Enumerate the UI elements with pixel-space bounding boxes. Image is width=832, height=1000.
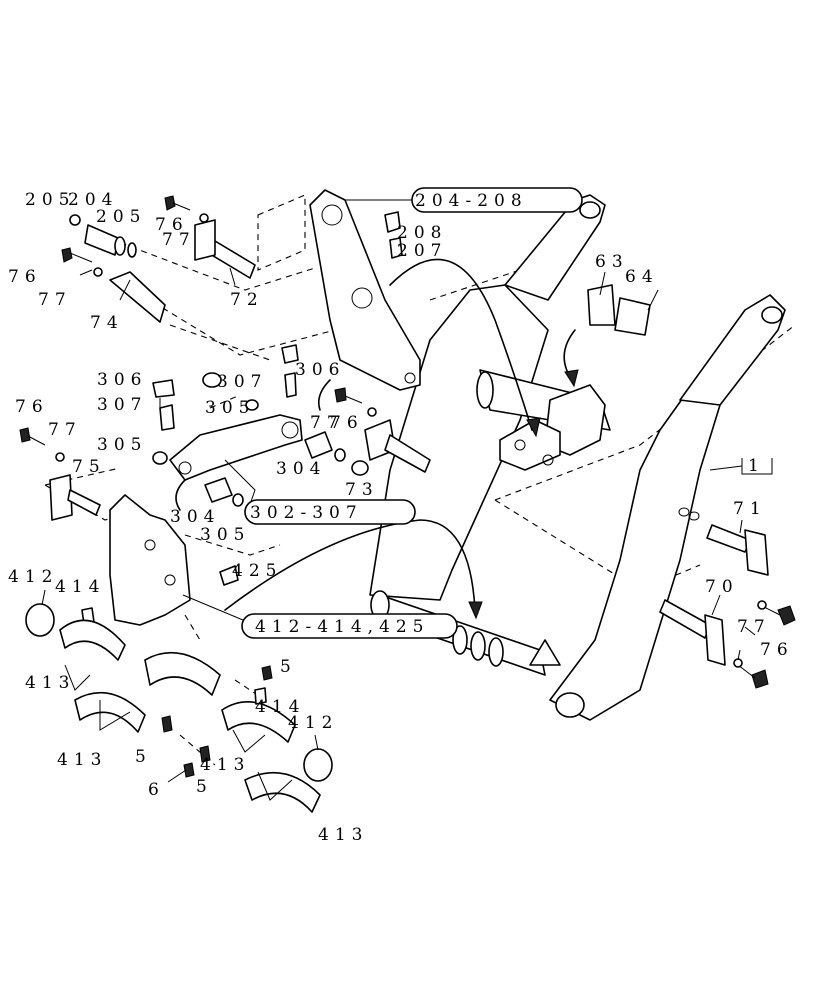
label-304-b: 304	[170, 507, 220, 527]
label-205-b: 205	[96, 207, 146, 227]
callout-412-425: 412-414,425	[241, 613, 458, 639]
label-5-a: 5	[280, 657, 297, 677]
label-72: 72	[230, 290, 264, 310]
callout-main-frame-label: 1	[748, 456, 765, 476]
label-413-b: 413	[57, 750, 107, 770]
label-307-a: 307	[97, 395, 147, 415]
label-63: 63	[595, 252, 629, 272]
label-5-c: 5	[196, 777, 213, 797]
callout-204-208-label: 204-208	[415, 191, 528, 211]
label-204: 204	[68, 190, 118, 210]
label-413-a: 413	[25, 673, 75, 693]
label-208: 208	[397, 223, 447, 243]
part-number-labels: 205 204 205 76 77 72 76 77 74 208 207 63…	[8, 190, 794, 845]
label-412-b: 412	[288, 713, 338, 733]
label-77-e: 77	[737, 617, 771, 637]
label-73: 73	[345, 480, 379, 500]
label-207: 207	[397, 241, 447, 261]
label-305-c: 305	[200, 525, 250, 545]
label-306-b: 306	[295, 360, 345, 380]
label-306-a: 306	[97, 370, 147, 390]
label-76-c: 76	[15, 397, 49, 417]
label-6: 6	[148, 780, 165, 800]
callout-302-307: 302-307	[244, 499, 416, 525]
label-205-a: 205	[25, 190, 75, 210]
label-76-d: 76	[330, 413, 364, 433]
label-77-d: 77	[310, 413, 344, 433]
label-70: 70	[705, 577, 739, 597]
label-305-b: 305	[97, 435, 147, 455]
label-77-a: 77	[162, 230, 196, 250]
label-414-a: 414	[55, 577, 105, 597]
label-76-a: 76	[155, 215, 189, 235]
label-71: 71	[733, 499, 767, 519]
label-74: 74	[90, 313, 124, 333]
label-76-b: 76	[8, 267, 42, 287]
callout-204-208: 204-208	[411, 187, 583, 213]
label-75: 75	[72, 457, 106, 477]
label-77-c: 77	[48, 420, 82, 440]
callout-302-307-label: 302-307	[250, 503, 363, 523]
label-413-c: 413	[200, 755, 250, 775]
pins-bushings-and-fasteners	[19, 195, 796, 813]
label-76-e: 76	[760, 640, 794, 660]
callout-main-frame: 1	[741, 456, 773, 476]
label-412-a: 412	[8, 567, 58, 587]
label-305-a: 305	[205, 398, 255, 418]
callout-412-425-label: 412-414,425	[255, 617, 430, 637]
lever-arm	[169, 414, 303, 481]
label-413-d: 413	[318, 825, 368, 845]
upper-lift-plate	[309, 189, 421, 391]
assembly-arrows	[175, 258, 579, 620]
label-307-b: 307	[217, 372, 267, 392]
yoke-bracket	[109, 494, 191, 626]
label-77-b: 77	[38, 290, 72, 310]
label-64: 64	[625, 267, 659, 287]
label-5-b: 5	[135, 747, 152, 767]
label-425: 425	[232, 561, 282, 581]
label-304-a: 304	[276, 459, 326, 479]
label-414-b: 414	[255, 697, 305, 717]
